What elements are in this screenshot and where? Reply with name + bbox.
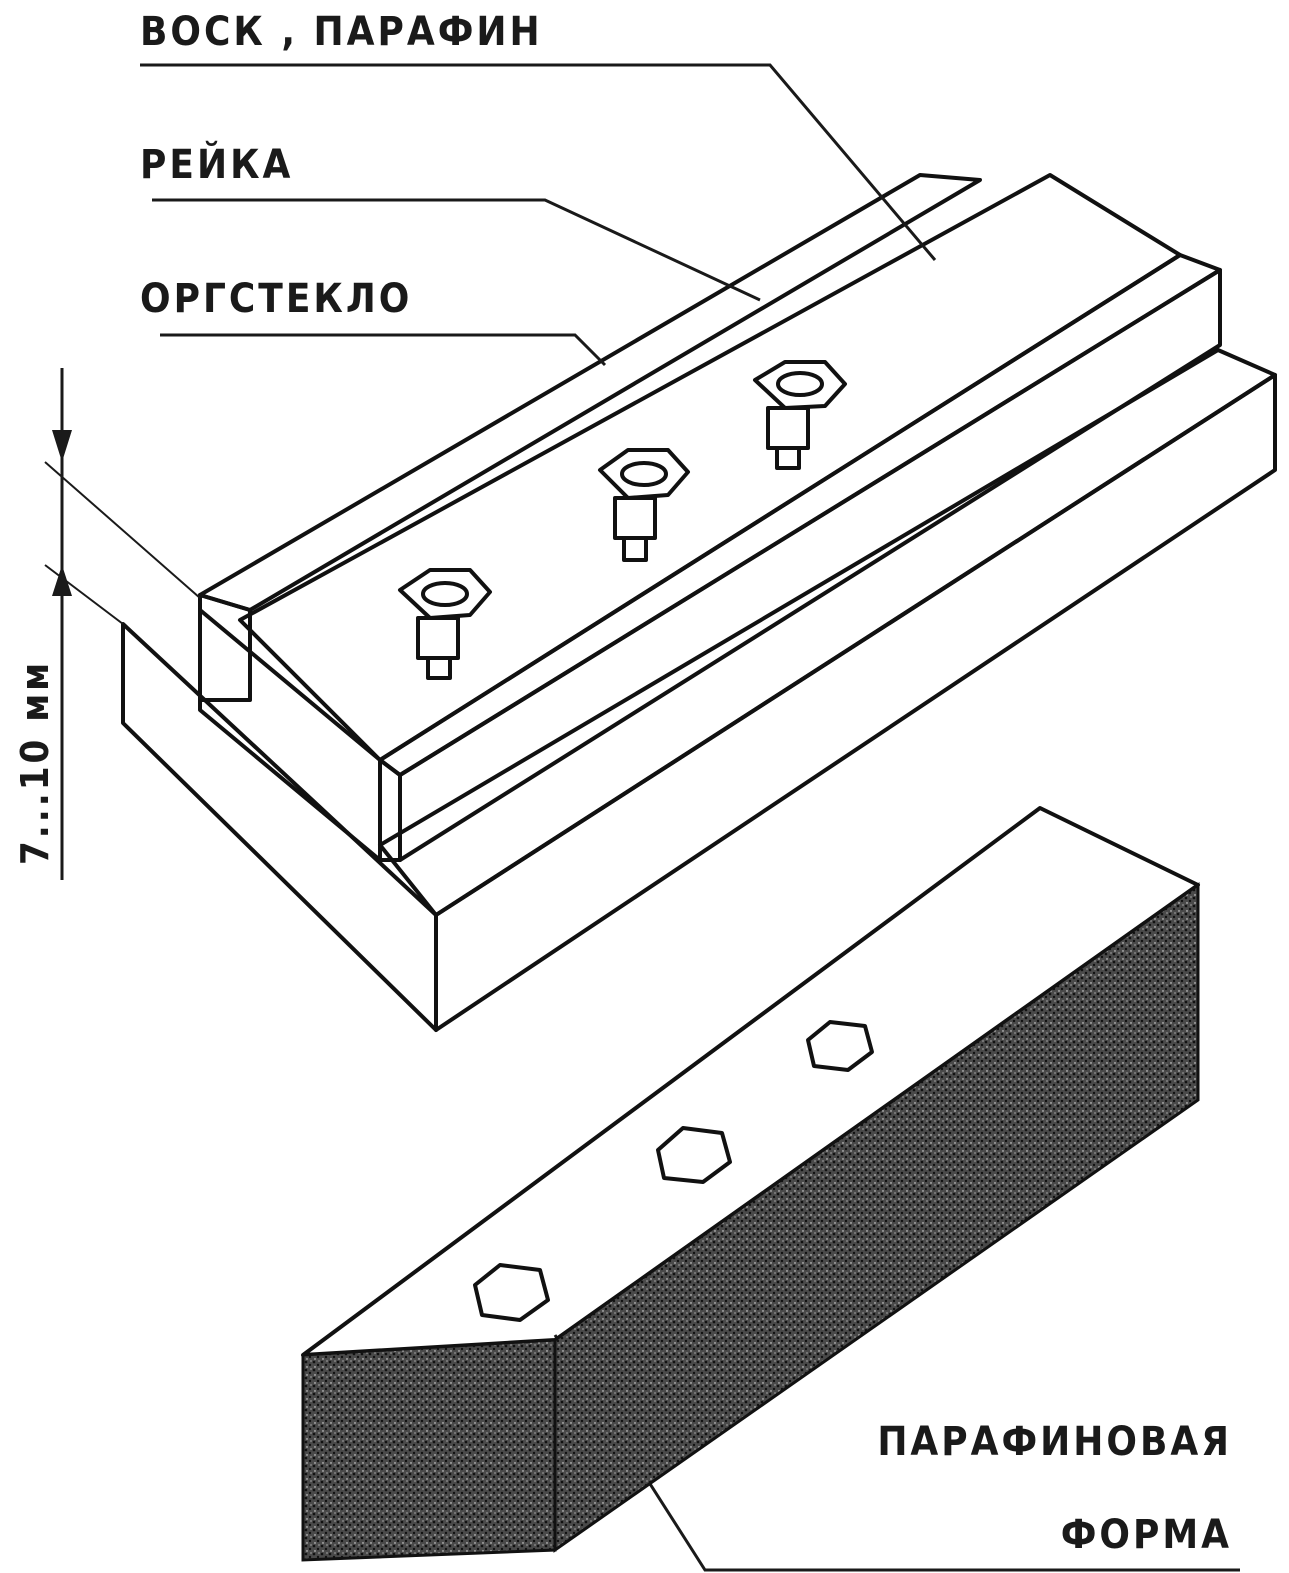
leader-plexiglass bbox=[160, 333, 607, 367]
label-rail: РЕЙКА bbox=[140, 140, 293, 188]
hex-cavity-2 bbox=[656, 1126, 732, 1184]
front-rail-end bbox=[378, 758, 402, 862]
wax-fill-top bbox=[238, 173, 1182, 762]
paraffin-mold bbox=[301, 806, 1200, 1562]
mold-front bbox=[301, 1338, 557, 1562]
bolt-3 bbox=[753, 360, 847, 470]
label-plexiglass: ОРГСТЕКЛО bbox=[140, 276, 412, 322]
rear-rail-top bbox=[198, 173, 982, 612]
arrow-up-icon bbox=[52, 565, 72, 596]
hex-cavity-3 bbox=[806, 1020, 874, 1072]
arrow-down-icon bbox=[52, 430, 72, 462]
label-dimension: 7...10 мм bbox=[13, 660, 57, 865]
leader-rail bbox=[152, 198, 761, 302]
front-rail-side bbox=[398, 268, 1222, 862]
base-plate-front bbox=[121, 622, 438, 1032]
leader-wax bbox=[140, 63, 937, 261]
label-mold-line1: ПАРАФИНОВАЯ bbox=[877, 1419, 1232, 1465]
bolt-2 bbox=[598, 448, 690, 562]
casting-rig bbox=[121, 173, 1277, 1032]
dimension-marker bbox=[44, 368, 201, 880]
label-mold-line2: ФОРМА bbox=[1061, 1512, 1232, 1558]
label-wax: ВОСК , ПАРАФИН bbox=[140, 9, 543, 55]
front-rail-top bbox=[378, 253, 1222, 777]
bolt-1 bbox=[398, 568, 492, 680]
base-plate-top bbox=[378, 348, 1277, 917]
hex-cavity-1 bbox=[473, 1263, 550, 1322]
